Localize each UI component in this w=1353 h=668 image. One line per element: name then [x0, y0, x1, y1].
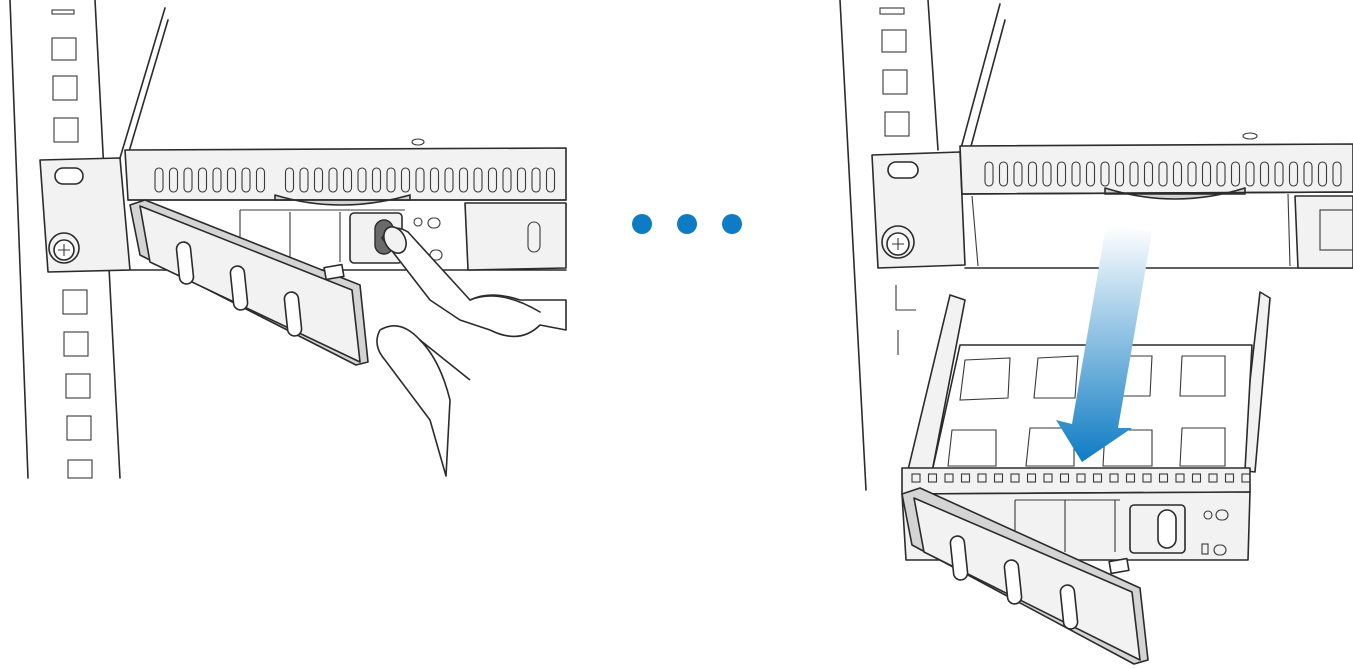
step-2-remove-tray — [820, 0, 1353, 668]
rack-bracket — [40, 158, 130, 272]
step-1-press-release — [0, 0, 600, 668]
step-1-illustration — [0, 0, 600, 668]
dot-icon — [677, 214, 697, 234]
dot-icon — [722, 214, 742, 234]
server-chassis — [960, 4, 1353, 268]
drive-tray-handle — [130, 200, 368, 365]
dot-icon — [632, 214, 652, 234]
step-2-illustration — [820, 0, 1353, 668]
step-separator — [610, 200, 760, 250]
rack-bracket — [872, 152, 965, 268]
ellipsis-separator — [610, 200, 760, 250]
